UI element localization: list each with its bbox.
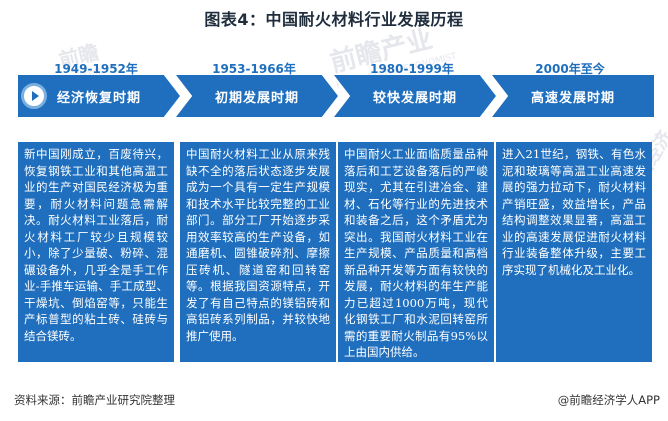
stage-arrow: 较快发展时期 <box>334 75 496 117</box>
stage-description: 进入21世纪，钢铁、有色水泥和玻璃等高温工业高速发展的强力拉动下，耐火材料产销旺… <box>496 142 652 362</box>
stage-description: 新中国刚成立，百废待兴，恢复钢铁工业和其他高温工业的生产对国民经济极为重要，耐火… <box>18 142 174 362</box>
stage-description: 中国耐火材料工业从原来残缺不全的落后状态逐步发展成为一个具有一定生产规模和技术水… <box>180 142 336 362</box>
stage-description: 中国耐火工业面临质量品种落后和工艺设备落后的严峻现实，尤其在引进冶金、建材、石化… <box>338 142 494 362</box>
stage-period: 1953-1966年 <box>212 62 296 76</box>
source-note: 资料来源：前瞻产业研究院整理 <box>14 393 175 407</box>
stage-label: 经济恢复时期 <box>56 90 141 106</box>
play-circle-icon <box>21 83 47 109</box>
stage-period: 1949-1952年 <box>54 62 138 76</box>
chart-title: 图表4：中国耐火材料行业发展历程 <box>204 10 464 29</box>
stage-arrow: 经济恢复时期 <box>18 75 180 117</box>
stage-period: 1980-1999年 <box>370 62 454 76</box>
stage-period: 2000年至今 <box>535 62 605 76</box>
credit-note: @前瞻经济学人APP <box>557 393 660 407</box>
stage-arrow: 初期发展时期 <box>176 75 338 117</box>
stage-label: 初期发展时期 <box>214 90 299 106</box>
stage-arrow: 高速发展时期 <box>492 75 654 117</box>
stage-label: 高速发展时期 <box>530 90 615 106</box>
stage-label: 较快发展时期 <box>372 90 457 106</box>
